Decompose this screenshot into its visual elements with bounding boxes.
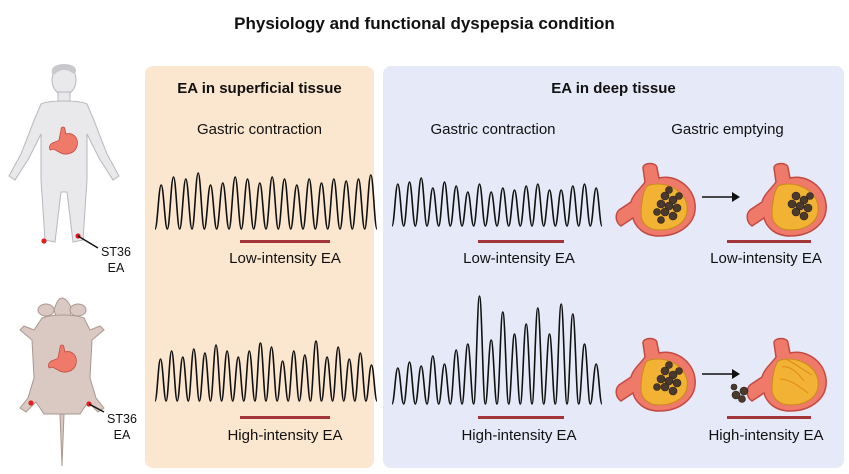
superficial-high-label: High-intensity EA [227,427,343,444]
stomach-full-high-icon [615,337,696,412]
superficial-panel [145,66,374,468]
rat-figure [19,297,105,467]
emptying-low-label: Low-intensity EA [710,250,822,267]
rat-acupoint-left [28,400,34,406]
emptying-low-stim-bar [727,240,811,243]
human-figure [8,64,120,249]
emptying-high-label: High-intensity EA [708,427,824,444]
human-ea-label: EA [107,261,125,275]
deep-high-label: High-intensity EA [461,427,577,444]
stomach-full-after-low-icon [746,162,827,237]
superficial-low-stim-bar [240,240,330,243]
superficial-high-stim-bar [240,416,330,419]
deep-low-waveform [391,177,603,227]
deep-contraction-label: Gastric contraction [430,121,556,138]
rat-stomach-icon [48,344,77,373]
superficial-contraction-label: Gastric contraction [196,121,323,138]
human-st36-label: ST36 [101,245,131,259]
superficial-panel-title: EA in superficial tissue [177,80,342,97]
deep-high-waveform [391,295,603,405]
human-acupoint-left [41,238,47,244]
superficial-low-waveform [154,172,378,230]
stomach-emptied-icon [730,337,827,412]
emptying-high-stim-bar [727,416,811,419]
deep-high-stim-bar [478,416,564,419]
rat-ea-label: EA [113,428,131,442]
deep-low-label: Low-intensity EA [463,250,575,267]
superficial-low-label: Low-intensity EA [229,250,341,267]
arrow-right-icon [702,369,740,379]
rat-st36-label: ST36 [107,412,137,426]
deep-emptying-label: Gastric emptying [671,121,784,138]
superficial-high-waveform [154,340,378,402]
human-stomach-icon [49,126,78,155]
figure-title: Physiology and functional dyspepsia cond… [234,14,615,33]
stomach-full-icon [615,162,696,237]
deep-panel-title: EA in deep tissue [551,80,676,97]
deep-low-stim-bar [478,240,564,243]
arrow-right-icon [702,192,740,202]
